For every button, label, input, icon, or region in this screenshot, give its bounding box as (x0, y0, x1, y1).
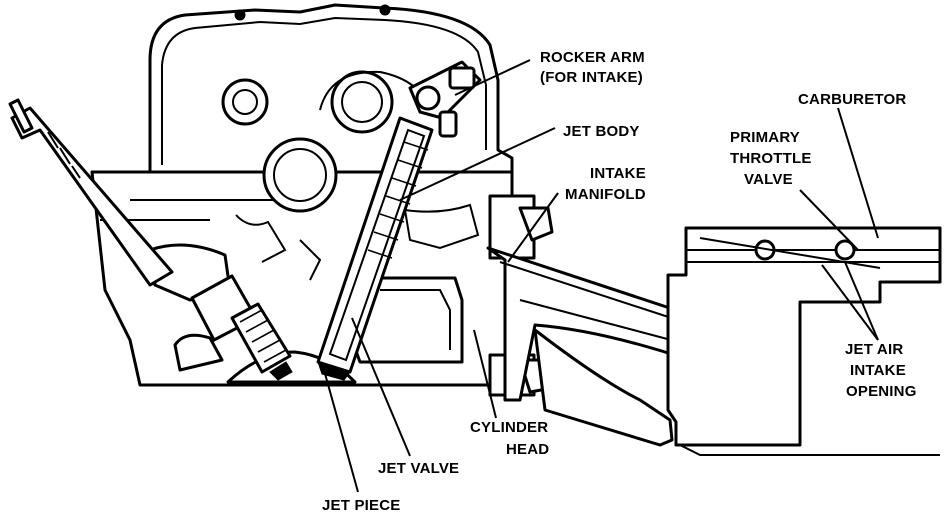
jet-valve-assembly (316, 60, 482, 381)
label-carburetor: CARBURETOR (798, 91, 906, 108)
label-jet-body: JET BODY (563, 123, 640, 140)
leader-jet-air-a (821, 264, 879, 341)
leader-lines (323, 59, 879, 493)
leader-intake-manifold (507, 192, 559, 263)
leader-jet-air-b (844, 261, 879, 341)
leader-carburetor (837, 107, 879, 239)
carburetor (666, 226, 942, 456)
cylinder-head-body (90, 137, 514, 394)
leader-cylinder-head (473, 329, 497, 419)
leader-jet-piece (323, 369, 359, 493)
label-rocker-arm-line2: (FOR INTAKE) (540, 69, 643, 86)
label-jet-air-line2: INTAKE (850, 362, 906, 379)
label-primary-throttle-line1: PRIMARY (730, 129, 800, 146)
leader-jet-valve (351, 317, 411, 457)
label-jet-piece: JET PIECE (322, 497, 401, 514)
label-rocker-arm-line1: ROCKER ARM (540, 49, 645, 66)
label-primary-throttle-line2: THROTTLE (730, 150, 812, 167)
label-jet-air-line1: JET AIR (845, 341, 903, 358)
label-cylinder-head-line1: CYLINDER (470, 419, 548, 436)
label-primary-throttle-line3: VALVE (744, 171, 793, 188)
labels: ROCKER ARM (FOR INTAKE) JET BODY CARBURE… (322, 49, 917, 514)
leader-jet-body (399, 127, 556, 201)
label-cylinder-head-line2: HEAD (506, 441, 549, 458)
spark-plug (8, 98, 293, 381)
label-jet-air-line3: OPENING (846, 383, 917, 400)
label-jet-valve: JET VALVE (378, 460, 459, 477)
leader-rocker-arm (454, 59, 531, 96)
label-intake-manifold-line1: INTAKE (590, 165, 646, 182)
leader-primary-throttle (799, 189, 859, 251)
label-intake-manifold-line2: MANIFOLD (565, 186, 646, 203)
